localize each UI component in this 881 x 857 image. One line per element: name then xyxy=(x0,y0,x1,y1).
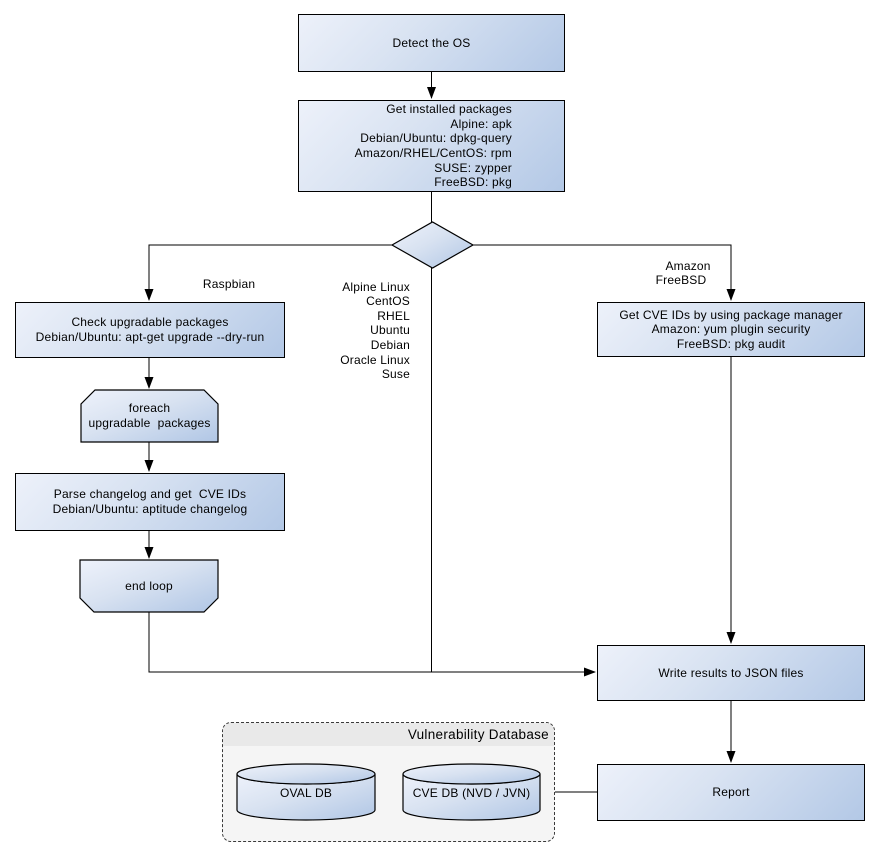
cve-db-label: CVE DB (NVD / JVN) xyxy=(412,785,531,800)
node-foreach-loop-label: foreach upgradable packages xyxy=(88,401,211,430)
edge-label-os-list: Alpine Linux CentOS RHEL Ubuntu Debian O… xyxy=(280,265,410,396)
decision-diamond xyxy=(390,221,475,269)
node-write-results: Write results to JSON files xyxy=(597,645,865,701)
node-parse-changelog: Parse changelog and get CVE IDs Debian/U… xyxy=(15,473,285,531)
edge-merge-to-write-results xyxy=(148,612,596,677)
node-end-loop: end loop xyxy=(80,560,218,612)
node-detect-os-label: Detect the OS xyxy=(392,35,471,50)
edge-label-raspbian-text: Raspbian xyxy=(202,276,256,291)
node-get-cve-ids-label: Get CVE IDs by using package manager Ama… xyxy=(619,307,843,351)
oval-db-label: OVAL DB xyxy=(279,785,333,800)
edge-label-amazon-freebsd-text: Amazon FreeBSD xyxy=(655,258,711,288)
node-check-upgradable-packages-label: Check upgradable packages Debian/Ubuntu:… xyxy=(35,315,265,344)
node-end-loop-label: end loop xyxy=(125,578,173,593)
node-detect-os: Detect the OS xyxy=(298,14,565,72)
oval-db-cylinder: OVAL DB xyxy=(237,768,375,818)
edge-label-raspbian: Raspbian xyxy=(172,262,272,306)
node-get-installed-packages-label: Get installed packages Alpine: apk Debia… xyxy=(354,102,512,190)
node-report: Report xyxy=(597,764,865,821)
cve-db-cylinder: CVE DB (NVD / JVN) xyxy=(403,768,540,818)
edge-label-amazon-freebsd: Amazon FreeBSD xyxy=(631,244,731,302)
vulnerability-database-title: Vulnerability Database xyxy=(407,727,549,742)
node-check-upgradable-packages: Check upgradable packages Debian/Ubuntu:… xyxy=(15,302,285,358)
node-parse-changelog-label: Parse changelog and get CVE IDs Debian/U… xyxy=(52,487,248,516)
node-get-installed-packages: Get installed packages Alpine: apk Debia… xyxy=(298,100,565,192)
node-foreach-loop: foreach upgradable packages xyxy=(81,390,218,442)
node-get-cve-ids: Get CVE IDs by using package manager Ama… xyxy=(597,302,865,357)
edge-label-os-list-text: Alpine Linux CentOS RHEL Ubuntu Debian O… xyxy=(340,279,410,382)
node-write-results-label: Write results to JSON files xyxy=(658,665,804,680)
vulnerability-database-title-bar: Vulnerability Database xyxy=(223,723,554,746)
node-report-label: Report xyxy=(712,785,750,800)
